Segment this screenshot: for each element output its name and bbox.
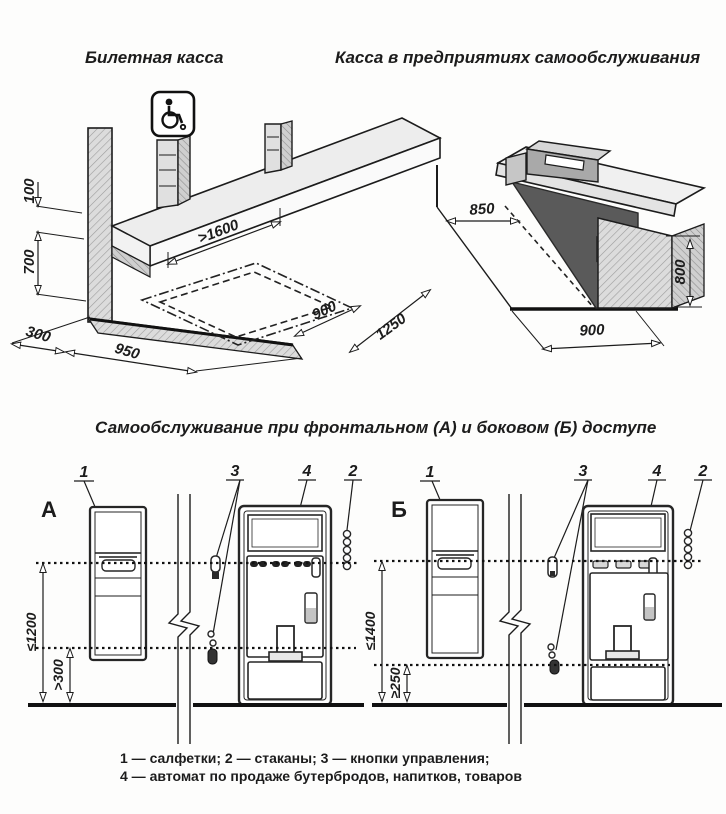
coin-slot: [311, 557, 321, 578]
elevation-b: Б 1 3 4 2: [362, 463, 722, 744]
vending-machine-b: [581, 504, 675, 707]
wall-column: [87, 127, 113, 323]
wheelchair-sign: [150, 90, 196, 138]
dim-edge-offset: 850: [447, 200, 519, 221]
floor-edge: [436, 206, 513, 310]
break-line-a: [167, 494, 201, 744]
control-buttons-b: [547, 556, 560, 675]
sign-post: [156, 135, 191, 209]
svg-text:850: 850: [469, 200, 496, 219]
counter-bracket: [111, 245, 151, 278]
napkin-dispenser-a: [88, 505, 148, 662]
callouts-b: 1 3 4 2: [420, 463, 712, 651]
cups-a: [342, 529, 352, 571]
callout-4: 4: [652, 463, 662, 480]
clear-space-inner: [157, 271, 335, 338]
svg-text:950: 950: [113, 340, 142, 363]
svg-text:≤1200: ≤1200: [23, 612, 39, 651]
cup-pedestal: [613, 625, 632, 653]
dim-left-heights: 100 700: [21, 178, 87, 302]
callout-2: 2: [348, 463, 358, 480]
title-self-service: Касса в предприятиях самообслуживания: [335, 48, 700, 67]
wall-floor-junction: [89, 317, 294, 347]
elevation-a: А 1 3 4 2: [23, 463, 364, 744]
callout-2: 2: [698, 463, 708, 480]
svg-text:900: 900: [309, 297, 339, 323]
callout-3: 3: [231, 463, 240, 480]
dispenser-slot: [437, 557, 472, 570]
end-block: [597, 217, 673, 309]
cup-pedestal: [276, 625, 295, 654]
title-ticket-office: Билетная касса: [85, 48, 223, 67]
callout-1: 1: [80, 464, 89, 481]
dim-floor-offsets: 300 950: [12, 316, 303, 372]
napkin-dispenser-b: [425, 498, 485, 660]
svg-text:800: 800: [672, 259, 689, 285]
callouts-a: 1 3 4 2: [74, 463, 362, 635]
svg-text:>300: >300: [50, 659, 66, 691]
dims-b: ≤1400 ≥250: [362, 562, 407, 701]
self-service-drawing: 850 800 900: [436, 140, 707, 350]
svg-text:≤1400: ≤1400: [362, 611, 378, 650]
legend: 1 — салфетки; 2 — стаканы; 3 — кнопки уп…: [120, 750, 522, 784]
dispenser-slot: [101, 559, 136, 572]
register-display: [544, 154, 585, 171]
title-bottom-section: Самообслуживание при фронтальном (А) и б…: [95, 418, 656, 437]
legend-line-2: 4 — автомат по продаже бутербродов, напи…: [120, 768, 522, 784]
panel-b-label: Б: [391, 497, 407, 522]
svg-text:100: 100: [21, 178, 38, 204]
callout-3: 3: [579, 463, 588, 480]
svg-text:900: 900: [579, 321, 606, 339]
legend-line-1: 1 — салфетки; 2 — стаканы; 3 — кнопки уп…: [120, 750, 490, 766]
svg-text:300: 300: [24, 323, 53, 346]
callout-1: 1: [426, 464, 435, 481]
second-post: [264, 120, 293, 174]
svg-text:≥250: ≥250: [387, 667, 403, 698]
svg-text:1250: 1250: [373, 310, 411, 344]
wheelchair-icon: [161, 98, 187, 131]
dim-clear-width: 900: [511, 310, 665, 350]
cash-register: [505, 140, 612, 186]
panel-a-label: А: [41, 497, 57, 522]
dims-a: ≤1200 >300: [23, 564, 70, 701]
ticket-office-drawing: >1600 100 700 300 950 900 1250: [12, 90, 442, 372]
break-line-b: [498, 494, 532, 744]
svg-text:700: 700: [21, 249, 38, 275]
callout-4: 4: [302, 463, 312, 480]
vending-machine-a: [237, 504, 333, 707]
cups-b: [683, 528, 693, 570]
dim-counter-height: 800: [666, 235, 702, 308]
